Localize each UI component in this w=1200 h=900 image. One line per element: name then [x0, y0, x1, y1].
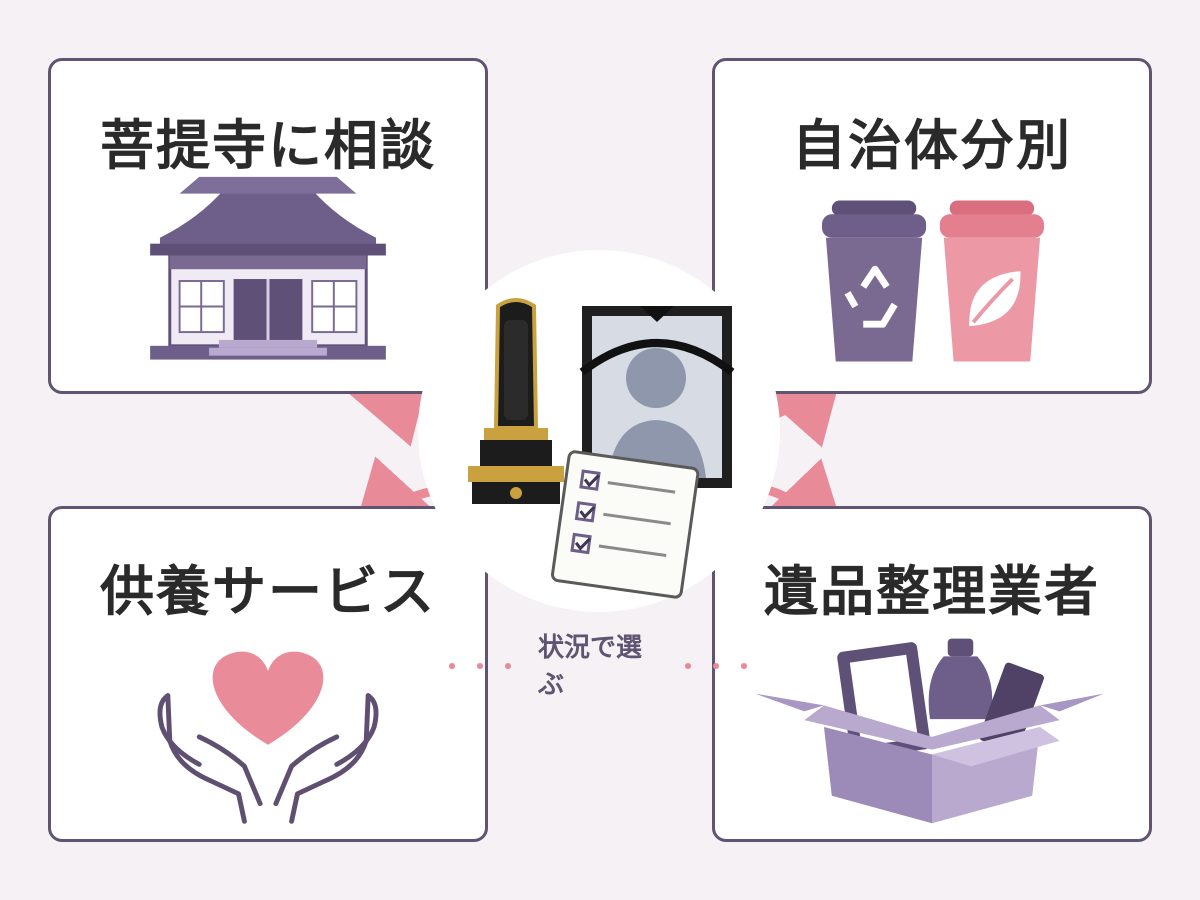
- heart-hands-icon: [157, 651, 379, 824]
- center-illustration: [468, 298, 735, 599]
- organic-bin-icon: [939, 200, 1044, 362]
- moving-box-icon: [755, 638, 1104, 824]
- panel-memorial-service: 供養サービス: [48, 506, 488, 842]
- memorial-portrait-icon: [579, 306, 735, 488]
- dots-right: ・・・: [676, 652, 760, 681]
- recycle-bin-icon: [822, 200, 927, 362]
- vase-icon: [928, 638, 993, 720]
- trash-bins-icon: [822, 200, 1044, 362]
- choose-by-situation-label: ・・・ 状況で選ぶ ・・・: [440, 633, 760, 700]
- panel-title: 供養サービス: [100, 560, 436, 623]
- panel-municipal-sorting: 自治体分別: [712, 58, 1152, 394]
- footer-label: 状況で選ぶ: [538, 633, 643, 700]
- panel-title: 自治体分別: [792, 114, 1072, 177]
- dots-left: ・・・: [440, 652, 524, 681]
- panel-temple-consult: 菩提寺に相談: [48, 58, 488, 394]
- panel-title: 遺品整理業者: [764, 560, 1100, 623]
- panel-estate-clearing: 遺品整理業者: [712, 506, 1152, 842]
- panel-title: 菩提寺に相談: [100, 114, 436, 177]
- buddhist-tablet-icon: [468, 298, 564, 504]
- temple-icon: [150, 176, 386, 360]
- checklist-icon: [550, 450, 700, 599]
